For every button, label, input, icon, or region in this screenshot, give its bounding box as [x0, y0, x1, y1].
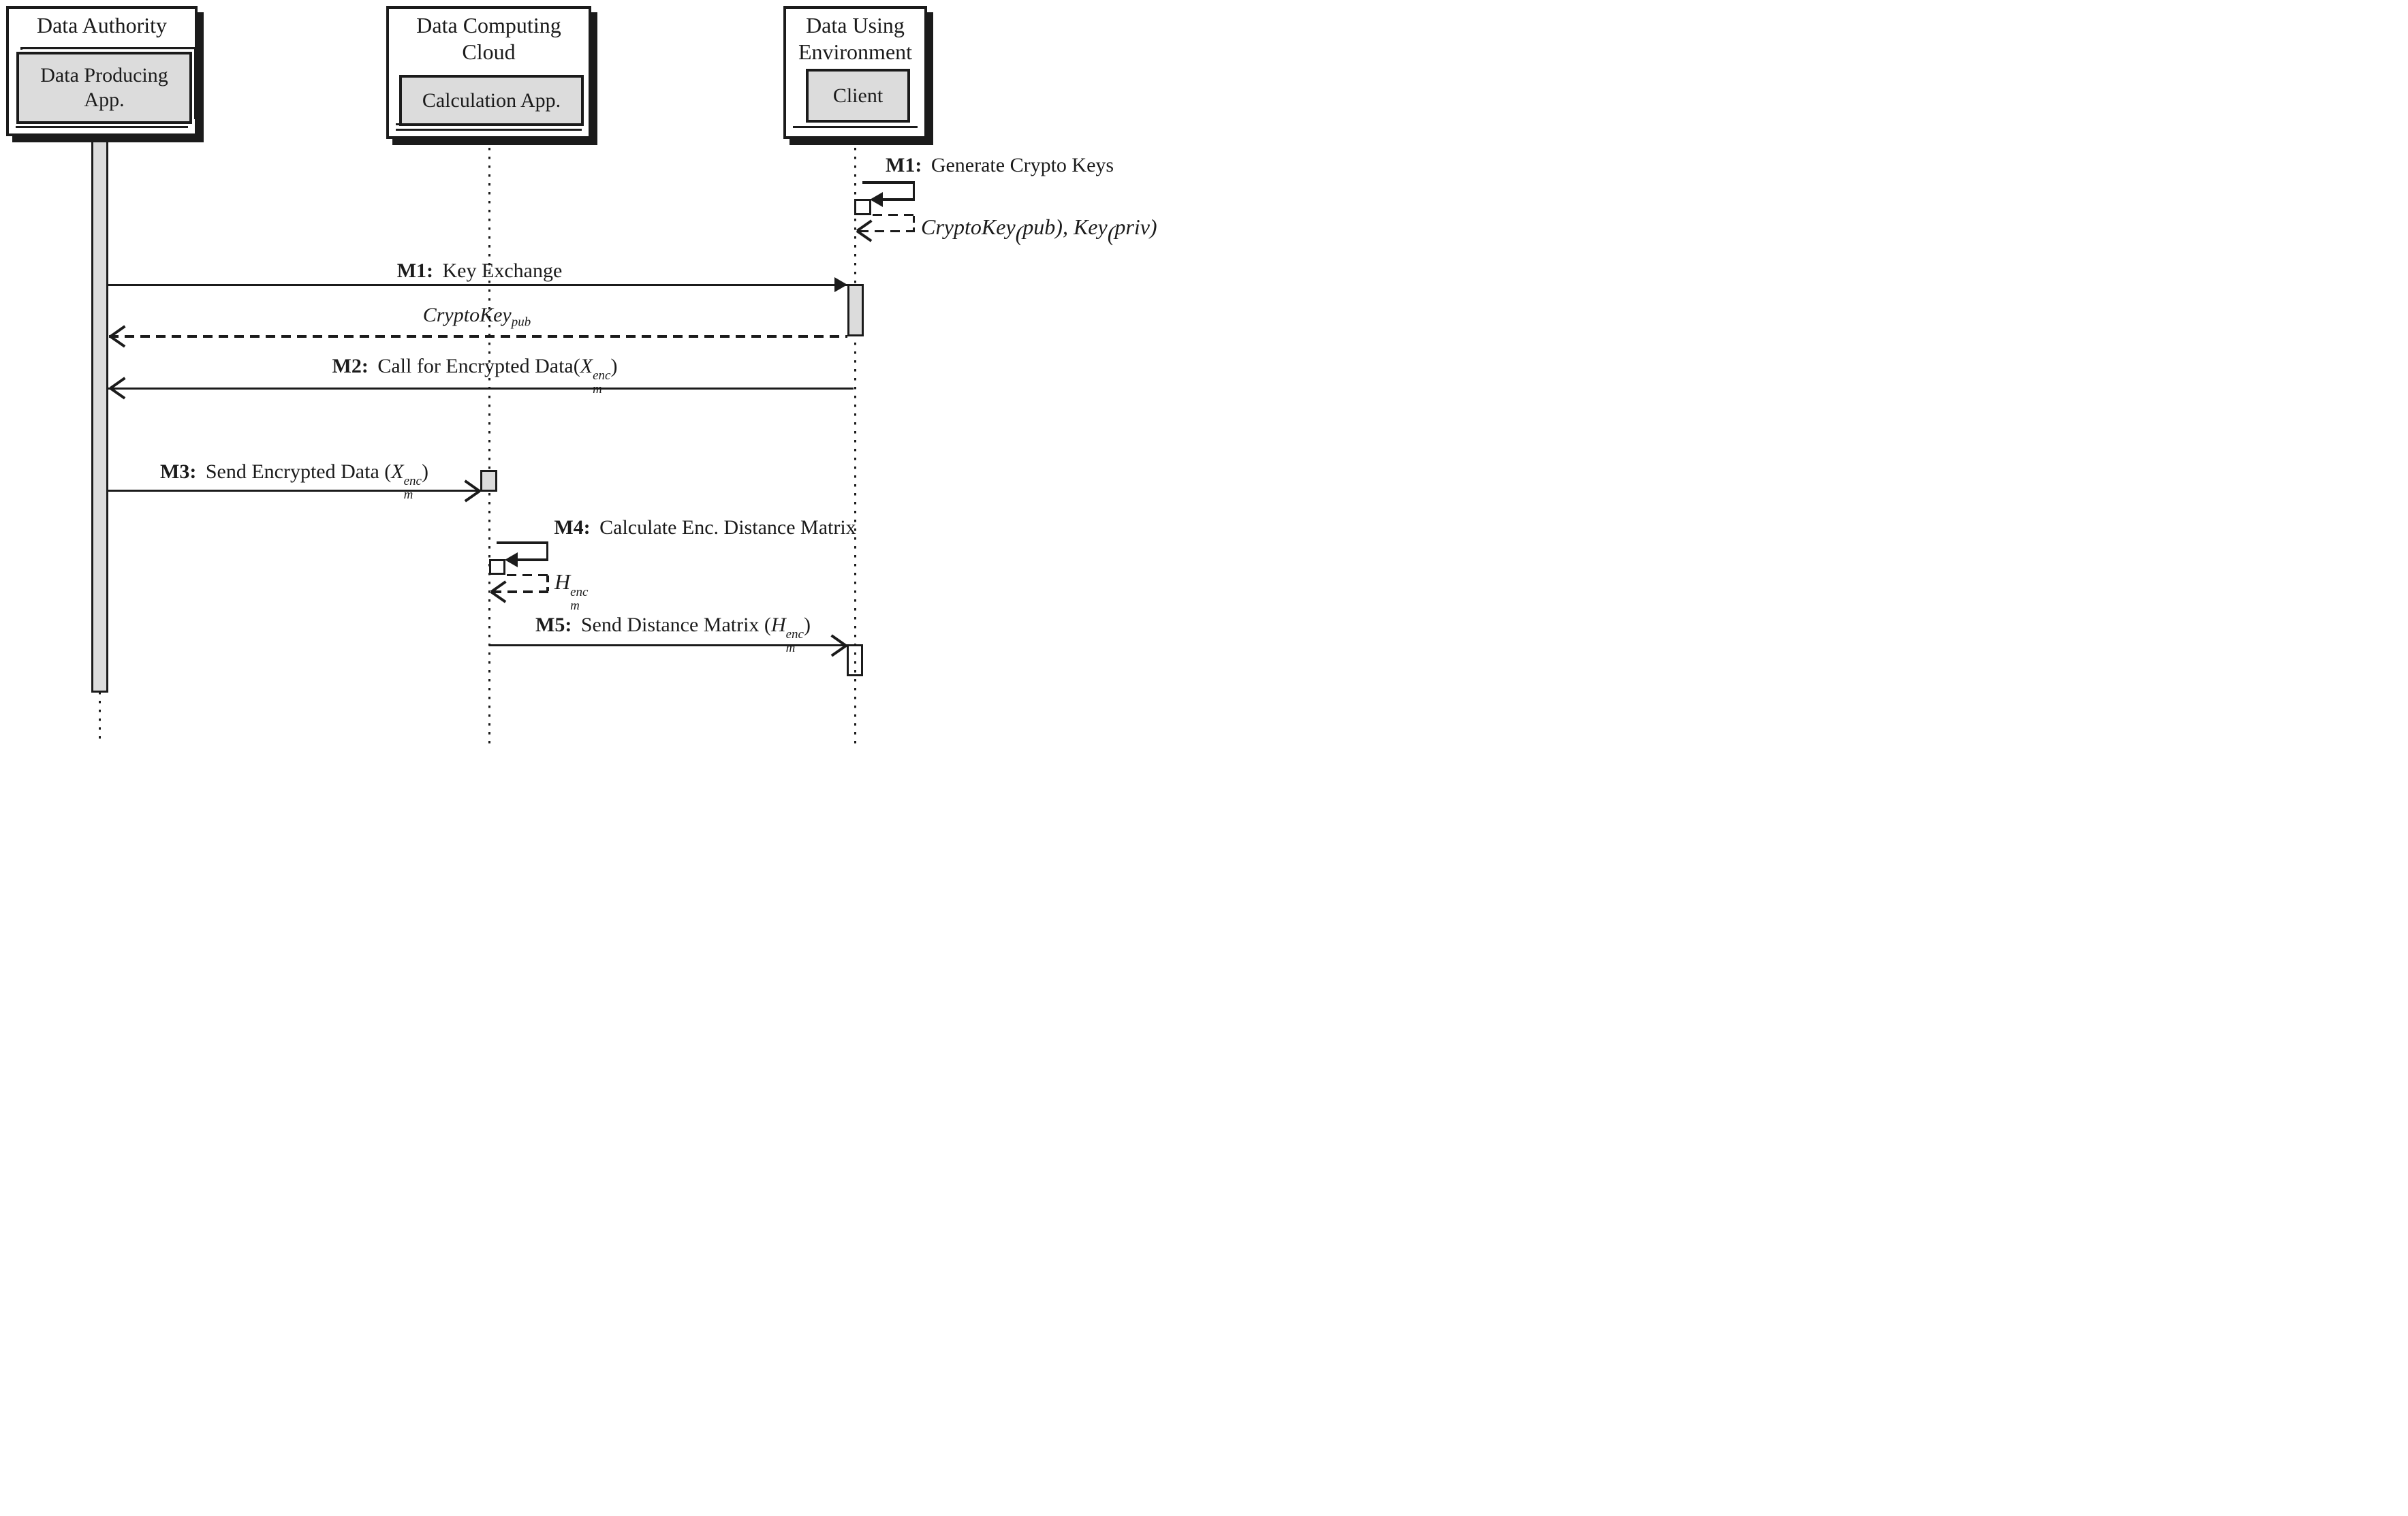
- math-paren: (: [1015, 221, 1023, 246]
- actor-title-data-authority: Data Authority: [36, 13, 168, 37]
- component-label-client: Client: [832, 84, 884, 107]
- math-subscript: m: [403, 487, 413, 502]
- math-term: Key: [1073, 215, 1108, 239]
- message-id: M4:: [554, 516, 591, 539]
- math-subscript: m: [785, 640, 796, 655]
- math-term: CryptoKey: [422, 304, 512, 326]
- message-line-m3: [108, 490, 480, 492]
- self-call-line-return: [880, 198, 915, 201]
- label-m4-calculate-distance-matrix: M4: Calculate Enc. Distance Matrix: [518, 516, 892, 539]
- actor-underline: [793, 125, 918, 128]
- message-line-m2: [108, 387, 854, 390]
- math-term: ,: [1062, 215, 1074, 239]
- dashed-return-bottom: [492, 590, 548, 593]
- math-superscript: enc: [403, 474, 422, 489]
- math-term: H: [554, 569, 571, 594]
- arrowhead-filled-self-client: [870, 191, 883, 207]
- message-text: Key Exchange: [442, 259, 563, 282]
- message-id: M1:: [396, 259, 434, 282]
- message-line-cryptokey-return: [109, 335, 847, 338]
- self-call-line-right: [546, 541, 548, 561]
- label-cryptokey-pub-return: CryptoKeypub: [307, 304, 647, 330]
- message-text: Send Encrypted Data (: [205, 460, 392, 483]
- actor-box-data-using-environment: Data Using Environment Client: [783, 6, 927, 139]
- message-line-m5: [489, 644, 847, 646]
- message-line-m1-key-exchange: [108, 283, 847, 286]
- math-superscript: enc: [570, 585, 589, 600]
- math-subscript: m: [570, 598, 580, 613]
- label-cryptokey-pub-key-priv: CryptoKey(pub), Key(priv): [921, 215, 1157, 247]
- label-m1-key-exchange: M1: Key Exchange: [309, 259, 650, 283]
- self-call-line-right: [912, 181, 915, 201]
- activation-bar-client-key-exchange: [847, 284, 864, 336]
- lifeline-client: [854, 139, 856, 745]
- actor-title-data-computing-cloud: Data Computing Cloud: [416, 13, 561, 65]
- self-activation-cloud: [488, 559, 505, 575]
- message-text: Send Distance Matrix (: [580, 614, 771, 636]
- component-label-data-producing-app: Data Producing App.: [40, 64, 168, 111]
- math-term: X: [391, 460, 404, 483]
- message-text: Generate Crypto Keys: [931, 154, 1114, 176]
- dashed-return-top: [507, 573, 548, 576]
- dashed-return-right: [546, 575, 549, 591]
- math-term: pub): [1022, 215, 1063, 239]
- message-id: M5:: [535, 614, 572, 636]
- arrowhead-filled-self-cloud: [504, 552, 518, 567]
- math-superscript: enc: [593, 368, 611, 383]
- actor-box-data-computing-cloud: Data Computing Cloud Calculation App.: [386, 6, 591, 139]
- lifeline-data-authority: [98, 692, 101, 745]
- actor-box-data-authority: Data Authority Data Producing App.: [6, 6, 198, 136]
- math-term: CryptoKey: [921, 215, 1016, 239]
- message-text: Calculate Enc. Distance Matrix: [599, 516, 856, 539]
- math-subscript: pub: [511, 315, 531, 330]
- label-m1-generate-crypto-keys: M1: Generate Crypto Keys: [886, 154, 1114, 177]
- message-text: ): [610, 355, 618, 377]
- message-id: M3:: [160, 460, 197, 483]
- component-box-calculation-app: Calculation App.: [399, 75, 584, 126]
- activation-box-calculation-app: [480, 470, 497, 492]
- math-subscript: m: [593, 381, 602, 396]
- math-term: H: [770, 614, 786, 636]
- component-box-data-producing-app: Data Producing App.: [16, 52, 192, 124]
- self-call-line-top: [497, 541, 548, 544]
- dashed-return-right: [912, 216, 915, 230]
- dashed-return-top: [873, 213, 914, 216]
- actor-underline: [396, 129, 582, 131]
- message-id: M2:: [332, 355, 369, 377]
- component-box-client: Client: [806, 69, 910, 123]
- component-label-calculation-app: Calculation App.: [422, 89, 561, 112]
- math-superscript: enc: [785, 627, 804, 642]
- actor-underline: [16, 126, 188, 128]
- math-term: priv): [1114, 215, 1157, 239]
- self-call-line-return: [514, 558, 548, 561]
- lifeline-calculation-app: [488, 139, 490, 745]
- message-id: M1:: [886, 154, 922, 176]
- message-text: Call for Encrypted Data(: [377, 355, 580, 377]
- dashed-return-bottom: [859, 230, 915, 232]
- self-call-line-top: [862, 181, 915, 184]
- activation-bar-data-authority: [91, 136, 108, 693]
- message-text: ): [421, 460, 428, 483]
- math-paren: (: [1107, 221, 1115, 246]
- message-text: ): [803, 614, 811, 636]
- arrowhead-filled-key-exchange: [834, 277, 847, 292]
- actor-title-data-using-environment: Data Using Environment: [798, 13, 913, 65]
- sequence-diagram: Data Authority Data Producing App. Data …: [0, 0, 1204, 758]
- math-term: X: [580, 355, 593, 377]
- self-activation-client: [854, 198, 871, 215]
- activation-box-client-final: [846, 644, 863, 676]
